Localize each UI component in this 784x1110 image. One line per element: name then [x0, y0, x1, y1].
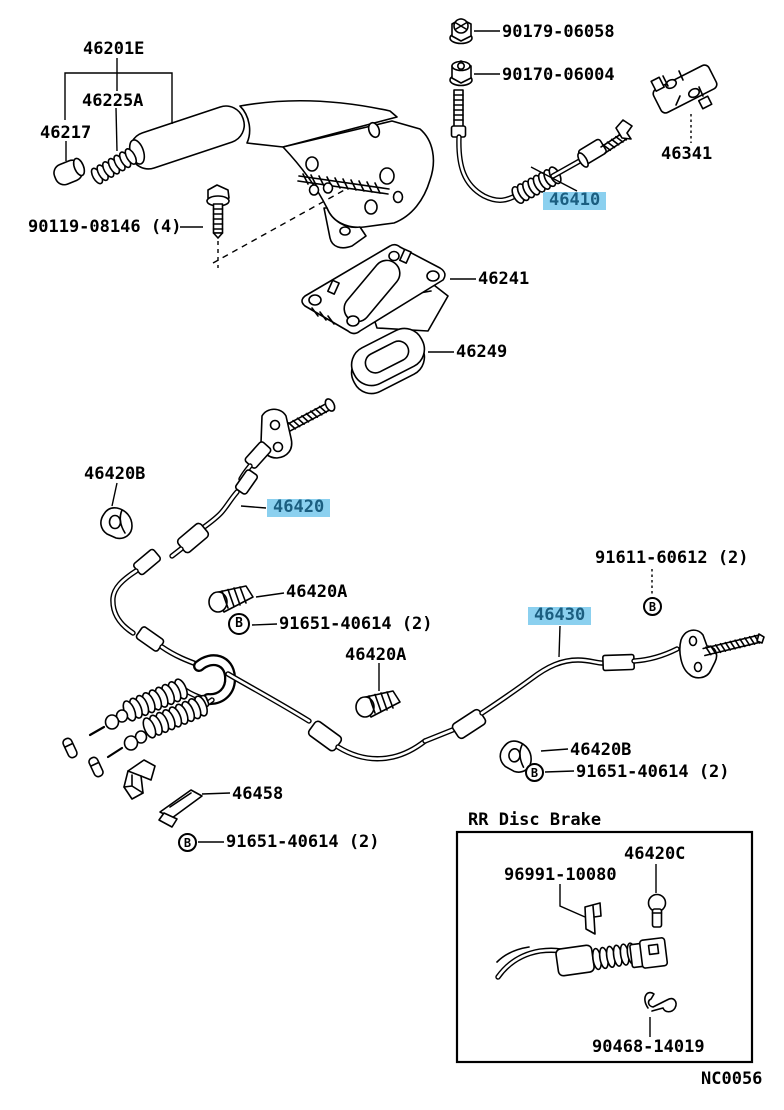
clip-96991-drawing: [584, 902, 602, 935]
bolt-marker-b-right: B: [525, 763, 544, 782]
plate-46241-drawing: [301, 243, 449, 335]
part-label-46201e: 46201E: [83, 39, 145, 59]
part-label-46420a-mid: 46420A: [286, 582, 348, 602]
clamp-46420B-drawing: [100, 506, 133, 540]
part-label-46217: 46217: [40, 123, 92, 143]
part-label-91651-right: 91651-40614 (2): [576, 762, 730, 782]
inset-cable-drawing: [495, 937, 669, 980]
part-label-90119-08146: 90119-08146 (4): [28, 217, 182, 237]
part-label-46225a: 46225A: [82, 91, 144, 111]
nut-90179-drawing: [449, 18, 473, 45]
part-label-46420-highlighted[interactable]: 46420: [267, 499, 331, 517]
bolt-marker-b-low: B: [178, 833, 197, 852]
leader-lines: [64, 30, 692, 1037]
nut-90170-drawing: [449, 60, 473, 87]
part-label-90468-14019: 90468-14019: [592, 1037, 705, 1057]
part-label-46341: 46341: [661, 144, 713, 164]
grommet-46249-drawing: [350, 327, 426, 395]
part-label-46249: 46249: [456, 342, 508, 362]
part-46225A-spring-drawing: [88, 146, 140, 187]
cable-46430-drawing: [225, 629, 765, 762]
part-label-91611-60612: 91611-60612 (2): [595, 548, 749, 568]
inset-title: RR Disc Brake: [468, 810, 602, 830]
part-label-91651-mid: 91651-40614 (2): [279, 614, 433, 634]
cable-46420-drawing: [110, 398, 336, 668]
part-label-46420c: 46420C: [624, 844, 686, 864]
bolt-marker-b-91611: B: [643, 597, 662, 616]
part-label-46410-highlighted[interactable]: 46410: [543, 192, 607, 210]
clip-46420A-drawing: [355, 690, 401, 718]
part-label-46420a-low: 46420A: [345, 645, 407, 665]
part-46217-cap-drawing: [53, 157, 86, 186]
part-label-46458: 46458: [232, 784, 284, 804]
figure-code: NC0056: [701, 1069, 763, 1089]
parking-brake-lever-drawing: [128, 99, 435, 249]
part-label-46430-highlighted[interactable]: 46430: [528, 607, 592, 625]
part-label-90179-06058: 90179-06058: [502, 22, 615, 42]
part-label-46241: 46241: [478, 269, 530, 289]
cable-46410-drawing: [450, 89, 633, 206]
part-label-96991-10080: 96991-10080: [504, 865, 617, 885]
part-label-91651-low: 91651-40614 (2): [226, 832, 380, 852]
inset-box: [455, 830, 754, 1064]
part-label-90170-06004: 90170-06004: [502, 65, 615, 85]
clip-90468-drawing: [644, 991, 677, 1013]
bent-clip-drawing: [123, 759, 156, 800]
lever-cable-hatch: [297, 173, 390, 195]
bolt-marker-b-mid: B: [228, 613, 250, 635]
bracket-46341-drawing: [650, 64, 718, 114]
pin-46420C-drawing: [647, 893, 667, 928]
bolt-90119-drawing: [206, 184, 349, 268]
clip-46420A-drawing: [208, 585, 254, 613]
part-label-46420b-right: 46420B: [570, 740, 632, 760]
part-label-46420b-left: 46420B: [84, 464, 146, 484]
clip-46458-drawing: [158, 789, 203, 828]
clamp-46420B-drawing: [499, 740, 532, 773]
